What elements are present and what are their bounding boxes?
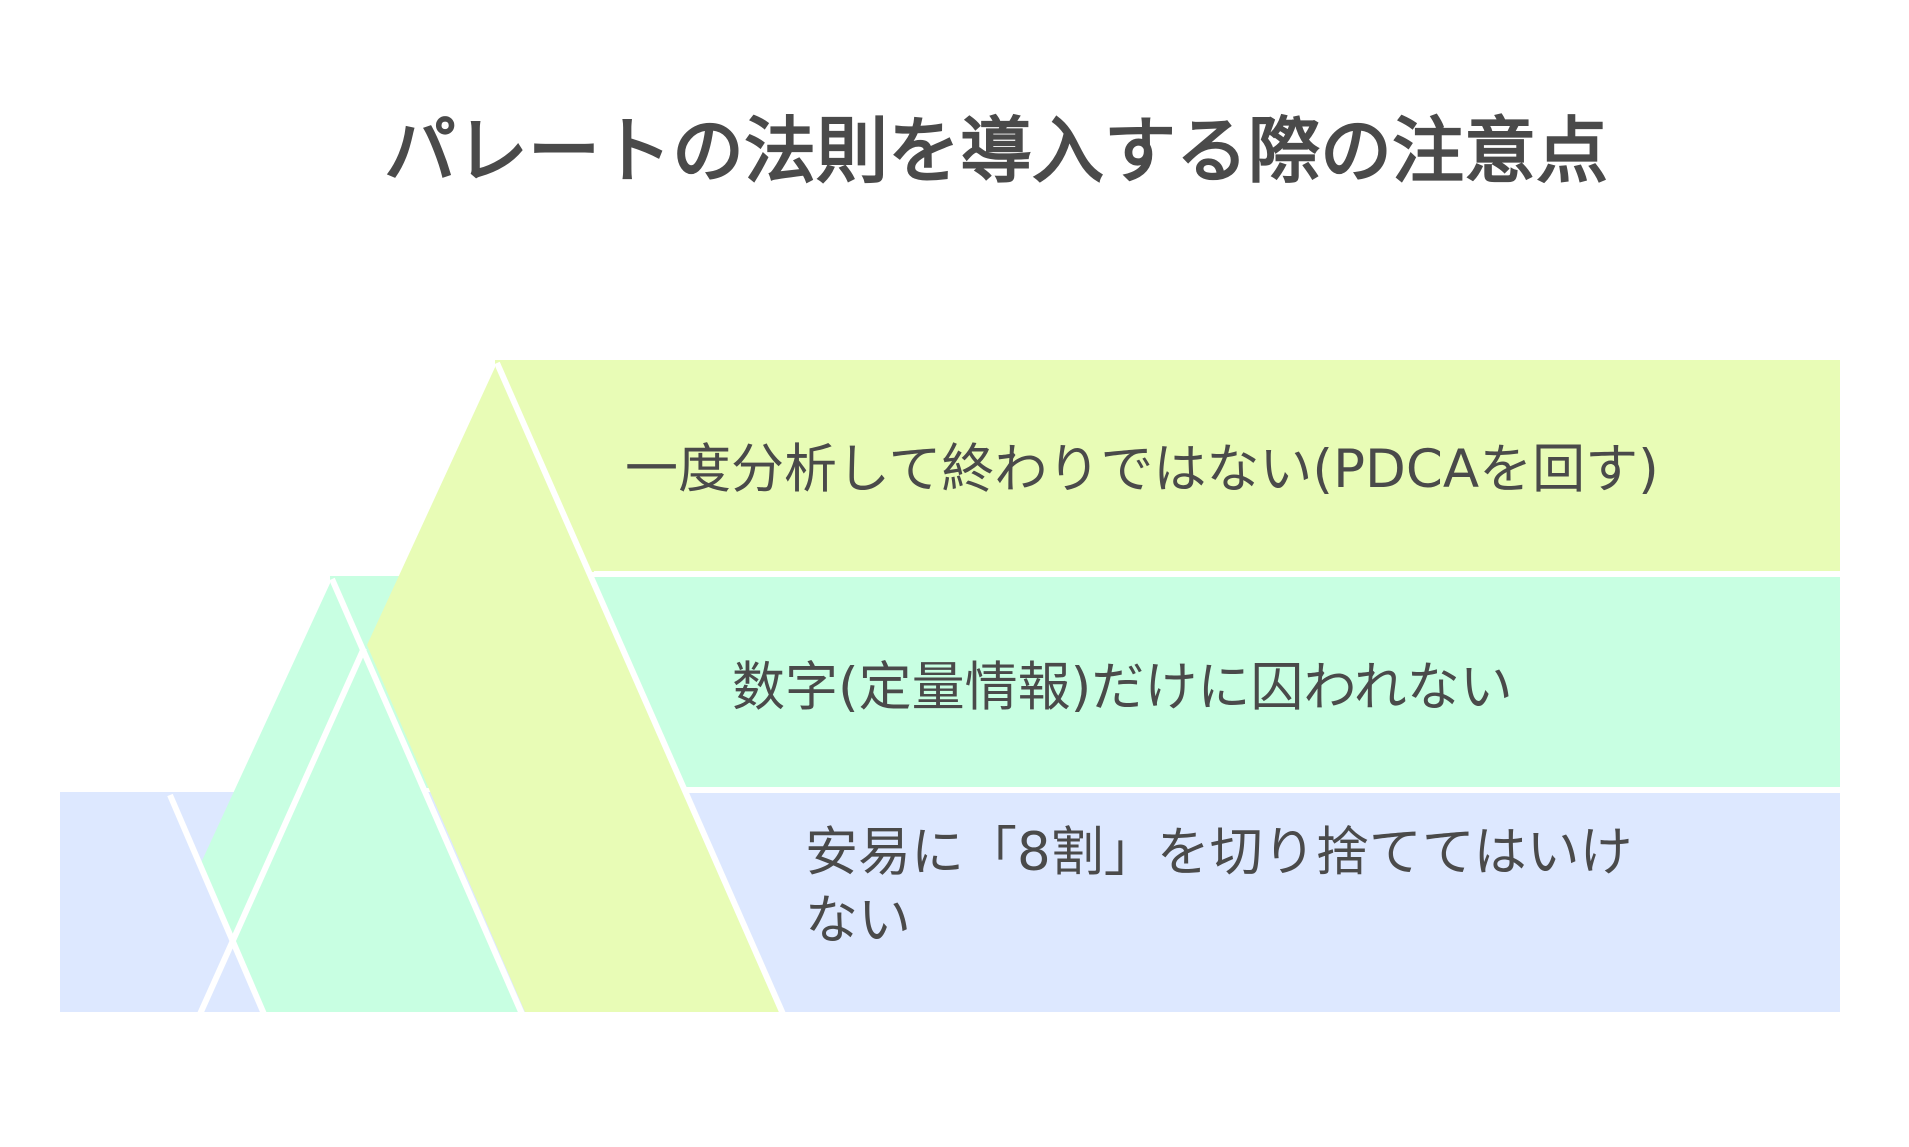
- tier-1-band: [495, 360, 1840, 572]
- separator-lines: [167, 361, 1845, 1016]
- tier-2-triangle: [200, 579, 522, 1012]
- tier-1-label: 一度分析して終わりではない(PDCAを回す): [625, 439, 1659, 500]
- tier-2-label: 数字(定量情報)だけに囚われない: [732, 657, 1513, 718]
- tier-3-triangle: [76, 795, 264, 1012]
- page-title: パレートの法則を導入する際の注意点: [384, 109, 1608, 193]
- tier-3-label-line-2: ない: [805, 890, 911, 951]
- tier-3-label-line-1: 安易に「8割」を切り捨ててはいけ: [805, 822, 1633, 883]
- tier-1-parallelogram: [367, 363, 782, 1012]
